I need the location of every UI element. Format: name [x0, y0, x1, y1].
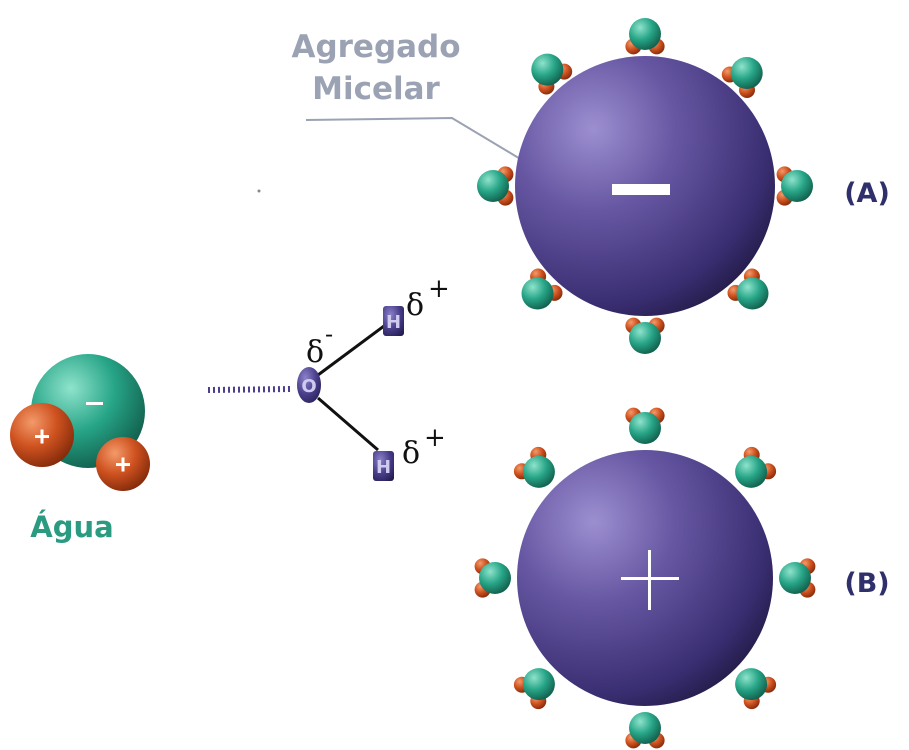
- water-label: Água: [30, 510, 113, 544]
- bond-o-h-top: [317, 324, 385, 377]
- delta-oxygen-sign: -: [325, 320, 333, 348]
- small-oxygen-sphere: [629, 412, 661, 444]
- water-plus-left-icon: [35, 429, 49, 444]
- small-oxygen-sphere: [531, 53, 564, 86]
- small-water-molecule: [531, 53, 573, 95]
- water-plus-right-icon: [116, 457, 130, 472]
- speck: [257, 189, 261, 193]
- delta-h-bottom-label: δ: [402, 436, 420, 471]
- small-oxygen-sphere: [521, 277, 554, 310]
- small-oxygen-sphere: [479, 562, 511, 594]
- micelle-title-line1: Agregado: [291, 29, 460, 65]
- small-water-molecule: [721, 57, 763, 98]
- minus-sign-icon: [612, 184, 670, 195]
- small-oxygen-sphere: [629, 322, 661, 354]
- small-water-molecule: [735, 446, 777, 488]
- small-oxygen-sphere: [730, 57, 763, 89]
- small-oxygen-sphere: [629, 18, 661, 50]
- small-water-molecule: [625, 18, 665, 55]
- small-oxygen-sphere: [779, 562, 811, 594]
- small-water-molecule: [625, 712, 665, 749]
- micelle-label-leader-line: [305, 116, 523, 161]
- small-water-molecule: [625, 407, 665, 444]
- micelle-b-label: (B): [844, 568, 889, 599]
- water-minus-sign-icon: [86, 402, 103, 405]
- plus-sign-icon: [621, 550, 679, 610]
- small-water-molecule: [477, 166, 514, 206]
- small-oxygen-sphere: [736, 277, 769, 310]
- small-water-molecule: [776, 166, 813, 206]
- small-oxygen-sphere: [522, 455, 555, 488]
- hydrogen-bottom-atom: [373, 451, 394, 481]
- hydrogen-bottom-atom-symbol: H: [376, 457, 391, 478]
- small-water-molecule: [513, 668, 555, 710]
- small-oxygen-sphere: [477, 170, 509, 202]
- small-water-molecule: [521, 268, 563, 310]
- delta-h-top-sign: +: [428, 274, 450, 304]
- micelle-a: [477, 18, 813, 354]
- polar-water-molecule: O H H δ - δ + δ +: [297, 274, 450, 481]
- small-water-molecule: [735, 668, 777, 710]
- small-oxygen-sphere: [781, 170, 813, 202]
- micelle-b: [474, 407, 816, 749]
- small-oxygen-sphere: [735, 455, 768, 488]
- micelle-a-water-molecules: [477, 18, 813, 354]
- small-water-molecule: [513, 446, 555, 488]
- dashed-arrow: [207, 386, 293, 393]
- oxygen-atom: [297, 367, 321, 403]
- micelle-title-line2: Micelar: [312, 71, 440, 107]
- small-oxygen-sphere: [629, 712, 661, 744]
- micelle-b-water-molecules: [474, 407, 816, 749]
- hydrogen-top-atom-symbol: H: [386, 312, 401, 333]
- small-water-molecule: [727, 268, 769, 310]
- delta-h-bottom-sign: +: [424, 423, 446, 453]
- hydrogen-top-atom: [383, 306, 404, 336]
- small-water-molecule: [779, 558, 816, 598]
- delta-h-top-label: δ: [406, 288, 424, 323]
- oxygen-atom-symbol: O: [301, 376, 316, 397]
- small-oxygen-sphere: [522, 668, 555, 701]
- small-oxygen-sphere: [735, 668, 768, 701]
- water-molecule: [10, 354, 150, 491]
- small-water-molecule: [625, 317, 665, 354]
- small-water-molecule: [474, 558, 511, 598]
- micelle-a-label: (A): [844, 178, 890, 209]
- delta-oxygen-label: δ: [306, 335, 324, 370]
- bond-o-h-bottom: [317, 396, 379, 452]
